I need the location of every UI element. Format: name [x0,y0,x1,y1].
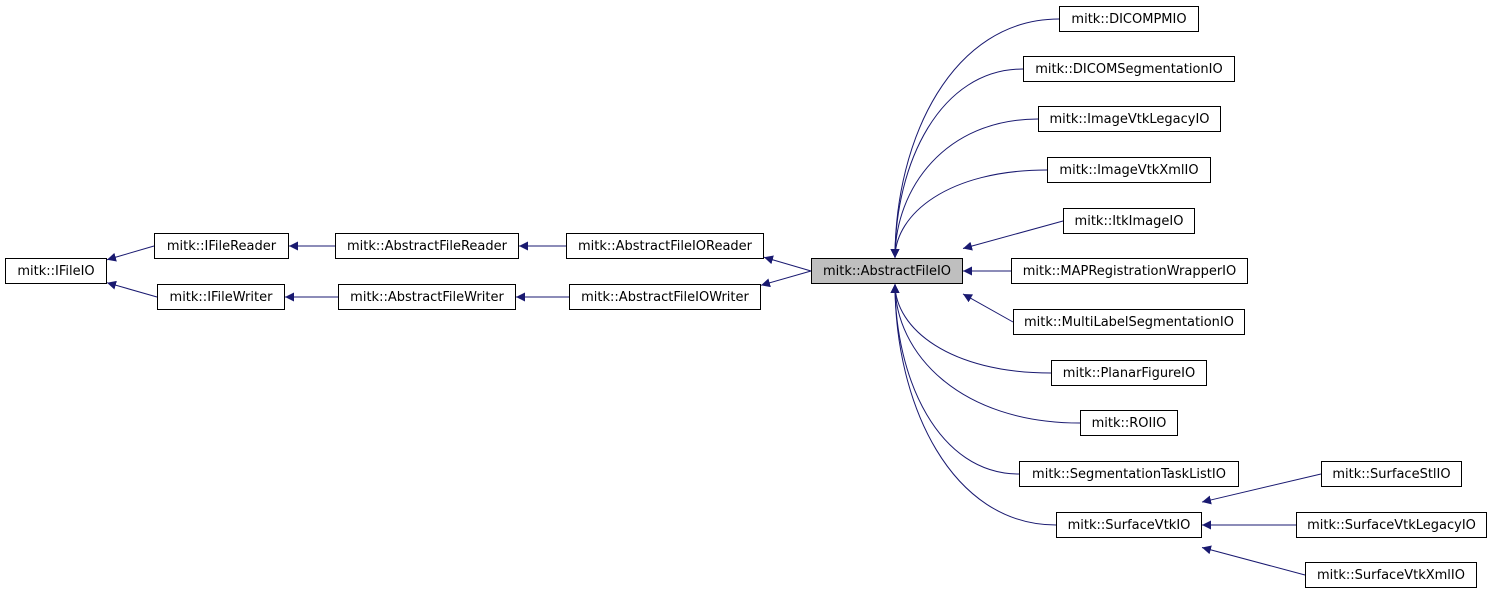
node-dicompmio[interactable]: mitk::DICOMPMIO [1059,6,1199,32]
edge-ifilereader-to-ifileio [106,245,155,262]
node-imagevtkxmlio[interactable]: mitk::ImageVtkXmlIO [1047,157,1211,183]
edge-dicomsegmentationio-to-abstractfileio [890,68,1024,259]
node-dicomsegmentationio[interactable]: mitk::DICOMSegmentationIO [1023,56,1235,82]
node-surfacevtkio[interactable]: mitk::SurfaceVtkIO [1056,512,1202,538]
edge-dicompmio-to-abstractfileio [890,18,1060,259]
edge-imagevtklegacyio-to-abstractfileio [890,118,1039,259]
node-ifilewriter[interactable]: mitk::IFileWriter [157,284,285,310]
node-planarfigureio[interactable]: mitk::PlanarFigureIO [1051,360,1207,386]
node-abstractfileio: mitk::AbstractFileIO [811,258,963,284]
node-segmentationtasklistio[interactable]: mitk::SegmentationTaskListIO [1019,461,1239,487]
node-ifileio[interactable]: mitk::IFileIO [5,258,107,284]
node-abstractfilereader[interactable]: mitk::AbstractFileReader [335,233,519,259]
edge-surfacestlio-to-surfacevtkio [1201,473,1322,505]
node-abstractfilewriter[interactable]: mitk::AbstractFileWriter [338,284,516,310]
node-abstractfileiowriter[interactable]: mitk::AbstractFileIOWriter [569,284,761,310]
edge-imagevtkxmlio-to-abstractfileio [890,169,1048,259]
edge-surfacevtkio-to-abstractfileio [890,283,1057,526]
node-ifilereader[interactable]: mitk::IFileReader [154,233,289,259]
node-itkimageio[interactable]: mitk::ItkImageIO [1063,208,1195,234]
edge-itkimageio-to-abstractfileio [962,220,1064,251]
node-multilabelsegmentationio[interactable]: mitk::MultiLabelSegmentationIO [1013,309,1245,335]
node-surfacevtklegacyio[interactable]: mitk::SurfaceVtkLegacyIO [1296,512,1487,538]
edge-segmentationtasklistio-to-abstractfileio [890,283,1020,475]
node-roiio[interactable]: mitk::ROIIO [1080,410,1178,436]
edge-planarfigureio-to-abstractfileio [890,283,1052,374]
node-imagevtklegacyio[interactable]: mitk::ImageVtkLegacyIO [1038,106,1221,132]
edge-roiio-to-abstractfileio [890,283,1081,424]
edge-abstractfileio-to-abstractfileiowriter [760,270,812,288]
edge-surfacevtkxmlio-to-surfacevtkio [1201,545,1306,576]
edge-ifilewriter-to-ifileio [106,280,158,298]
edge-abstractfileio-to-abstractfileioreader [763,255,812,272]
node-mapregistrationwrapperio[interactable]: mitk::MAPRegistrationWrapperIO [1011,258,1248,284]
node-abstractfileioreader[interactable]: mitk::AbstractFileIOReader [566,233,764,259]
edge-multilabelsegmentationio-to-abstractfileio [962,293,1014,323]
node-surfacevtkxmlio[interactable]: mitk::SurfaceVtkXmlIO [1305,562,1477,588]
node-surfacestlio[interactable]: mitk::SurfaceStlIO [1321,461,1462,487]
